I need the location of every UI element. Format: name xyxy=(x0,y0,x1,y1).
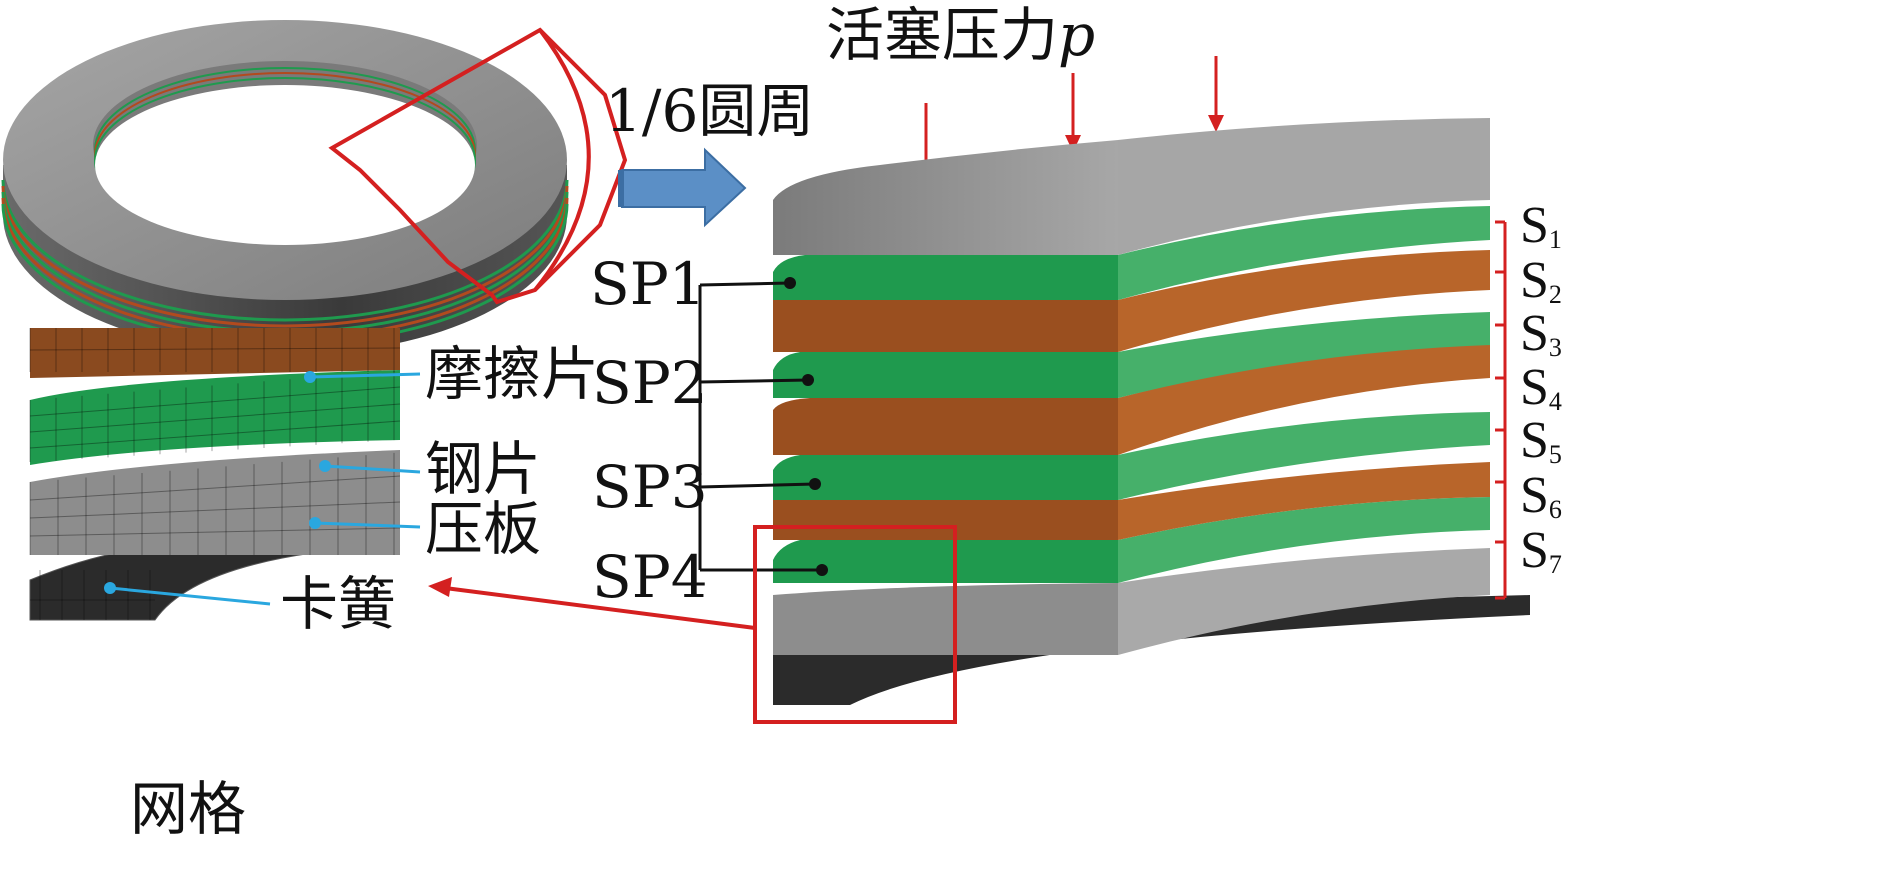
sector-arc xyxy=(533,28,591,292)
friction-plate-2-right xyxy=(1118,250,1490,352)
bottom-plate-right xyxy=(1118,548,1490,655)
stack-label-sp1: SP1 xyxy=(590,250,706,318)
mesh-friction-plate xyxy=(30,328,400,378)
gap-label-s1: S1 xyxy=(1520,197,1562,254)
blue-block-arrow xyxy=(618,147,747,228)
mesh-detail xyxy=(29,328,401,621)
steel-plate-4-face xyxy=(773,540,1118,583)
friction-plate-3-right xyxy=(1118,340,1490,455)
zoom-arrow xyxy=(428,577,756,630)
steel-plate-3-face xyxy=(773,455,1118,500)
steel-plate-1-right xyxy=(1118,206,1490,300)
pressure-title: 活塞压力p xyxy=(826,6,1095,64)
mesh-pressure-plate xyxy=(30,450,400,555)
gap-label-s6: S6 xyxy=(1520,467,1562,524)
mesh-caption: 网格 xyxy=(130,775,247,843)
steel-plate-1-face xyxy=(773,255,1118,300)
sector-label: 1/6圆周 xyxy=(605,77,815,145)
friction-plate-4-face xyxy=(773,500,1118,540)
bottom-plate-face xyxy=(773,583,1118,655)
top-plate-face xyxy=(773,140,1118,255)
mesh-grid-lines xyxy=(29,328,401,620)
gap-label-s2: S2 xyxy=(1520,252,1562,309)
friction-plate-4-right xyxy=(1118,462,1490,540)
mesh-grid-line xyxy=(29,527,401,537)
steel-plate-3-right xyxy=(1118,412,1490,500)
layer-stack xyxy=(773,118,1530,705)
mesh-label-steel: 钢片 xyxy=(425,435,542,503)
snap-ring-solid xyxy=(773,595,1530,705)
gap-label-s7: S7 xyxy=(1520,522,1562,579)
steel-plate-2-right xyxy=(1118,312,1490,398)
friction-plate-2-face xyxy=(773,300,1118,352)
top-plate-right xyxy=(1118,118,1490,255)
mesh-label-snapring: 卡簧 xyxy=(280,570,397,638)
pressure-title-text: 活塞压力 xyxy=(826,1,1059,69)
steel-plate-4-right xyxy=(1118,497,1490,583)
mesh-grid-line xyxy=(29,386,401,417)
gap-label-s5: S5 xyxy=(1520,412,1562,469)
sp-leaders xyxy=(698,277,828,576)
s-bracket xyxy=(1495,220,1507,600)
mesh-steel-plate xyxy=(30,370,400,465)
sector-outline xyxy=(328,27,628,305)
stack-label-sp2: SP2 xyxy=(592,349,708,417)
mesh-grid-line xyxy=(29,403,401,433)
mesh-leaders xyxy=(104,371,421,606)
gap-label-s3: S3 xyxy=(1520,305,1562,362)
pressure-title-var: p xyxy=(1058,1,1096,69)
friction-plate-3-face xyxy=(773,398,1118,455)
mesh-label-plate: 压板 xyxy=(425,495,542,563)
mesh-grid-line xyxy=(29,347,401,351)
clutch-ring xyxy=(1,20,569,355)
mesh-grid-line xyxy=(29,420,401,449)
stack-label-sp3: SP3 xyxy=(592,453,708,521)
stack-label-sp4: SP4 xyxy=(592,543,708,611)
zoom-box xyxy=(753,525,957,724)
mesh-label-friction: 摩擦片 xyxy=(425,340,600,408)
mesh-grid-line xyxy=(29,475,401,501)
mesh-grid-line xyxy=(29,501,401,519)
gap-label-s4: S4 xyxy=(1520,359,1562,416)
steel-plate-2-face xyxy=(773,352,1118,398)
